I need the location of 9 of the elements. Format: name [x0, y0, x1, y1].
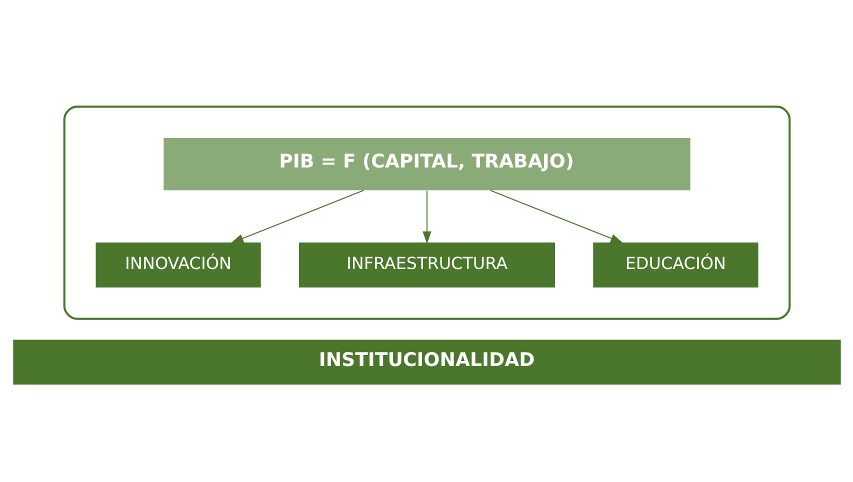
node-box: EDUCACIÓN: [592, 242, 758, 287]
arrow: [422, 190, 431, 244]
node-box: INNOVACIÓN: [95, 242, 260, 287]
arrow: [490, 189, 623, 243]
node-box: PIB = F (CAPITAL, TRABAJO): [163, 138, 690, 190]
cluster: [62, 105, 790, 320]
arrow: [230, 189, 364, 243]
node-box: INFRAESTRUCTURA: [298, 242, 554, 287]
node-box: INSTITUCIONALIDAD: [12, 339, 840, 384]
